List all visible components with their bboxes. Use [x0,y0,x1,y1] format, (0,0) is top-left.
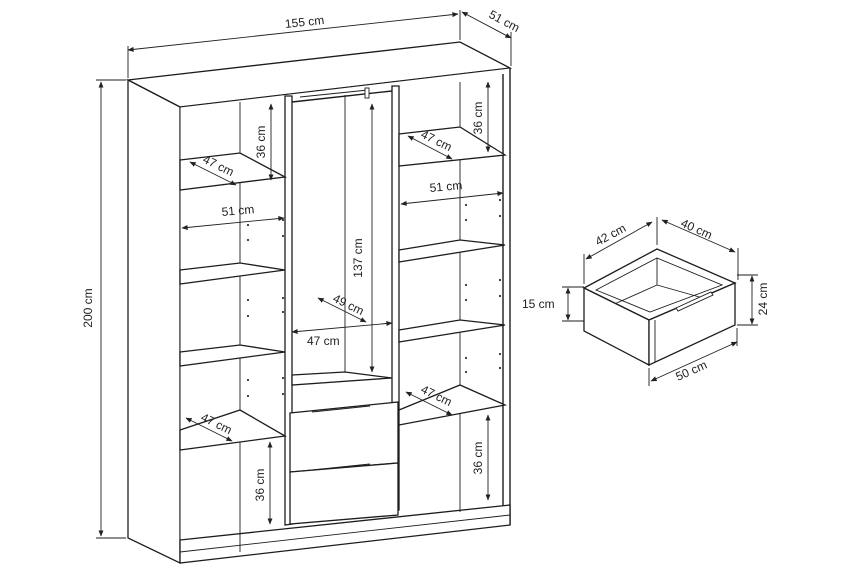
lower-drawer-front [289,462,399,525]
middle-shelf [291,371,393,386]
inner-width-right-label: 51 cm [429,178,463,195]
upper-drawer-front [289,401,399,473]
wardrobe-left-side [127,78,181,565]
hanging-height-label: 137 cm [351,238,365,277]
wardrobe-plinth [179,504,511,564]
wardrobe-drawers [289,401,399,525]
drawer-side-depth-label: 40 cm [679,216,715,242]
top-compartment-right-label: 36 cm [471,102,485,135]
width-label: 155 cm [284,13,325,31]
drawer-front-width-label: 42 cm [593,221,628,249]
bottom-compartment-left-label: 36 cm [253,469,267,502]
wardrobe-body [125,41,513,565]
drawer-bottom-width-label: 50 cm [674,358,710,384]
hanging-width-label: 47 cm [307,334,340,348]
drawer-front-height-label: 24 cm [756,283,770,316]
bottom-compartment-right-label: 36 cm [471,442,485,475]
inner-width-left-label: 51 cm [221,202,255,219]
drawer-drawing [582,248,737,367]
depth-label: 51 cm [487,7,522,35]
drawer-inner-height-label: 15 cm [522,297,555,311]
wardrobe-dimensions: 155 cm 51 cm 200 cm 137 cm 49 cm 47 cm 5… [81,7,522,539]
height-label: 200 cm [81,288,95,327]
top-compartment-left-label: 36 cm [254,126,268,159]
